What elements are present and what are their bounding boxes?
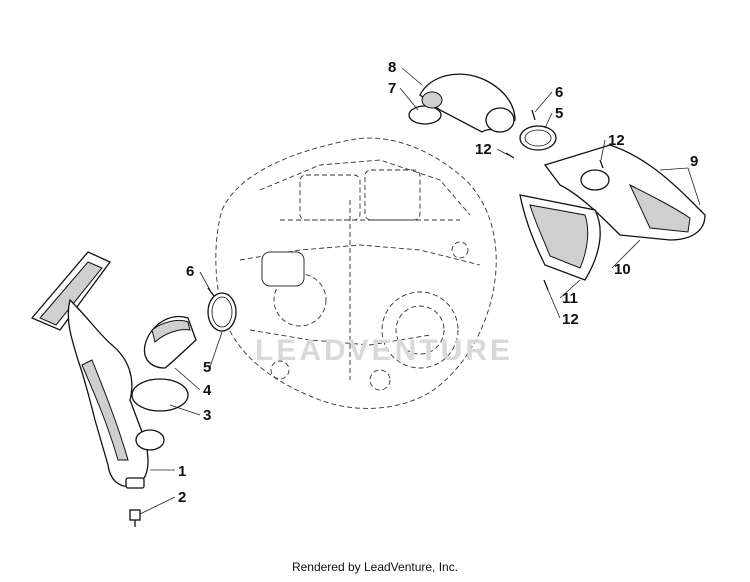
watermark: LEADVENTURE — [255, 334, 513, 367]
screw-part-6-lower — [207, 287, 215, 297]
callout-1: 1 — [178, 463, 186, 480]
screw-part-12-c — [543, 279, 549, 291]
footer-credit: Rendered by LeadVenture, Inc. — [291, 560, 459, 574]
airbox-part-10 — [543, 144, 706, 241]
callout-6-lower: 6 — [186, 263, 194, 280]
clamp-part-7 — [408, 105, 442, 125]
elbow-duct-part-8 — [419, 73, 516, 133]
callout-3: 3 — [203, 407, 211, 424]
callouts: 1 2 3 4 5 6 7 8 6 5 12 12 9 10 11 12 — [178, 59, 698, 506]
callout-8: 8 — [388, 59, 396, 76]
callout-5-upper: 5 — [555, 105, 563, 122]
boot-part-4 — [143, 315, 197, 369]
callout-6-upper: 6 — [555, 84, 563, 101]
screw-part-6-upper — [531, 109, 536, 121]
callout-11: 11 — [562, 290, 578, 307]
screw-part-12-b — [599, 159, 604, 169]
intake-duct-part-1 — [30, 251, 165, 489]
callout-9: 9 — [690, 153, 698, 170]
callout-7: 7 — [388, 80, 396, 97]
callout-12-right: 12 — [608, 132, 625, 149]
screw-part-12-a — [505, 152, 515, 159]
callout-12-left: 12 — [475, 141, 492, 158]
callout-12-bottom: 12 — [562, 311, 579, 328]
clamp-part-5-upper — [519, 125, 557, 151]
clamp-part-3 — [131, 378, 189, 412]
engine-outline — [215, 137, 497, 409]
clamp-part-5-lower — [207, 292, 237, 332]
cover-part-11 — [519, 194, 601, 281]
callout-4: 4 — [203, 382, 212, 399]
callout-2: 2 — [178, 489, 186, 506]
leader-lines — [139, 67, 701, 515]
callout-5-lower: 5 — [203, 359, 211, 376]
callout-10: 10 — [614, 261, 631, 278]
screw-part-2 — [129, 509, 141, 527]
